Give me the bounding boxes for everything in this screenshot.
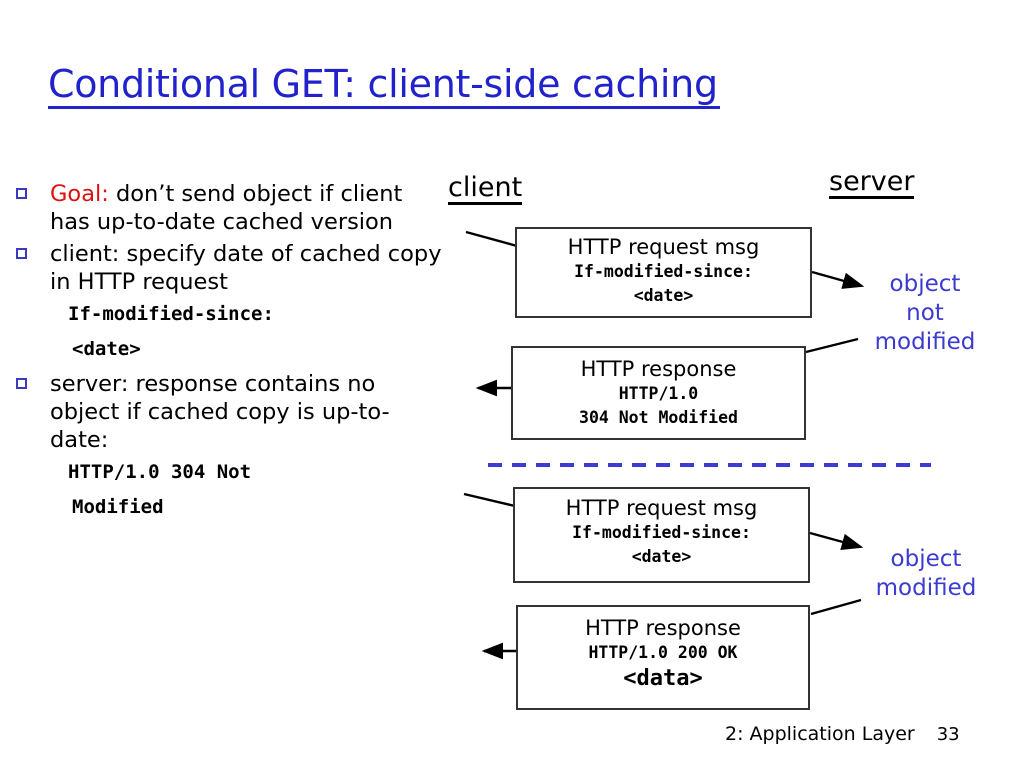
bullet-text: server: response contains no object if c… — [50, 371, 390, 453]
list-item: server: response contains no object if c… — [14, 370, 446, 454]
title-underline-rule — [48, 106, 720, 109]
message-box-title: HTTP request msg — [567, 235, 760, 259]
server-label-underline — [829, 196, 915, 199]
column-label-server: server — [829, 166, 915, 199]
message-box-code-line: If-modified-since: — [574, 262, 753, 281]
square-bullet-icon — [16, 378, 27, 389]
code-snippet-if-modified-since: If-modified-since: — [68, 303, 274, 325]
client-label-underline — [448, 202, 523, 205]
column-label-server-text: server — [829, 166, 915, 197]
footer-chapter-label: 2: Application Layer — [725, 723, 915, 745]
message-box-code-line: <data> — [623, 666, 703, 691]
slide-footer: 2: Application Layer 33 — [725, 723, 960, 745]
message-box-response-2: HTTP response HTTP/1.0 200 OK <data> — [516, 605, 810, 710]
message-box-code-line: HTTP/1.0 200 OK — [588, 643, 738, 662]
message-box-title: HTTP response — [580, 357, 737, 381]
column-label-client-text: client — [448, 172, 523, 203]
footer-page-number: 33 — [936, 724, 960, 745]
column-label-client: client — [448, 172, 523, 205]
goal-label: Goal: — [50, 181, 109, 207]
bullet-text: Goal: don’t send object if client has up… — [50, 181, 402, 235]
square-bullet-icon — [16, 188, 27, 199]
annotation-object-modified: object modified — [875, 546, 977, 601]
list-item: Goal: don’t send object if client has up… — [14, 180, 446, 236]
bullet-body: don’t send object if client has up-to-da… — [50, 181, 403, 235]
message-box-request-1: HTTP request msg If-modified-since: <dat… — [515, 227, 812, 318]
code-snippet-date-placeholder: <date> — [72, 338, 141, 360]
message-box-code-line: <date> — [631, 547, 692, 566]
list-item: client: specify date of cached copy in H… — [14, 240, 446, 296]
message-box-title: HTTP response — [585, 616, 741, 640]
message-box-code-line: If-modified-since: — [572, 523, 751, 542]
leader-line-response-1 — [805, 337, 859, 354]
message-box-code-line: <date> — [633, 286, 694, 305]
message-box-title: HTTP request msg — [565, 496, 758, 520]
page-title: Conditional GET: client-side caching — [48, 62, 720, 109]
code-snippet-http-304-line2: Modified — [72, 496, 164, 518]
leader-line-request-1 — [465, 230, 518, 248]
square-bullet-icon — [16, 248, 27, 259]
message-box-code-line: 304 Not Modified — [579, 408, 738, 427]
message-box-response-1: HTTP response HTTP/1.0 304 Not Modified — [511, 346, 806, 440]
annotation-object-not-modified: object not modified — [874, 271, 976, 355]
bullet-text: client: specify date of cached copy in H… — [50, 241, 442, 295]
page-title-text: Conditional GET: client-side caching — [48, 62, 718, 106]
message-box-request-2: HTTP request msg If-modified-since: <dat… — [513, 487, 810, 583]
code-snippet-http-304-line1: HTTP/1.0 304 Not — [68, 461, 252, 483]
leader-line-request-2 — [463, 492, 516, 508]
bullet-list: Goal: don’t send object if client has up… — [14, 180, 446, 528]
message-box-code-line: HTTP/1.0 — [618, 384, 699, 403]
